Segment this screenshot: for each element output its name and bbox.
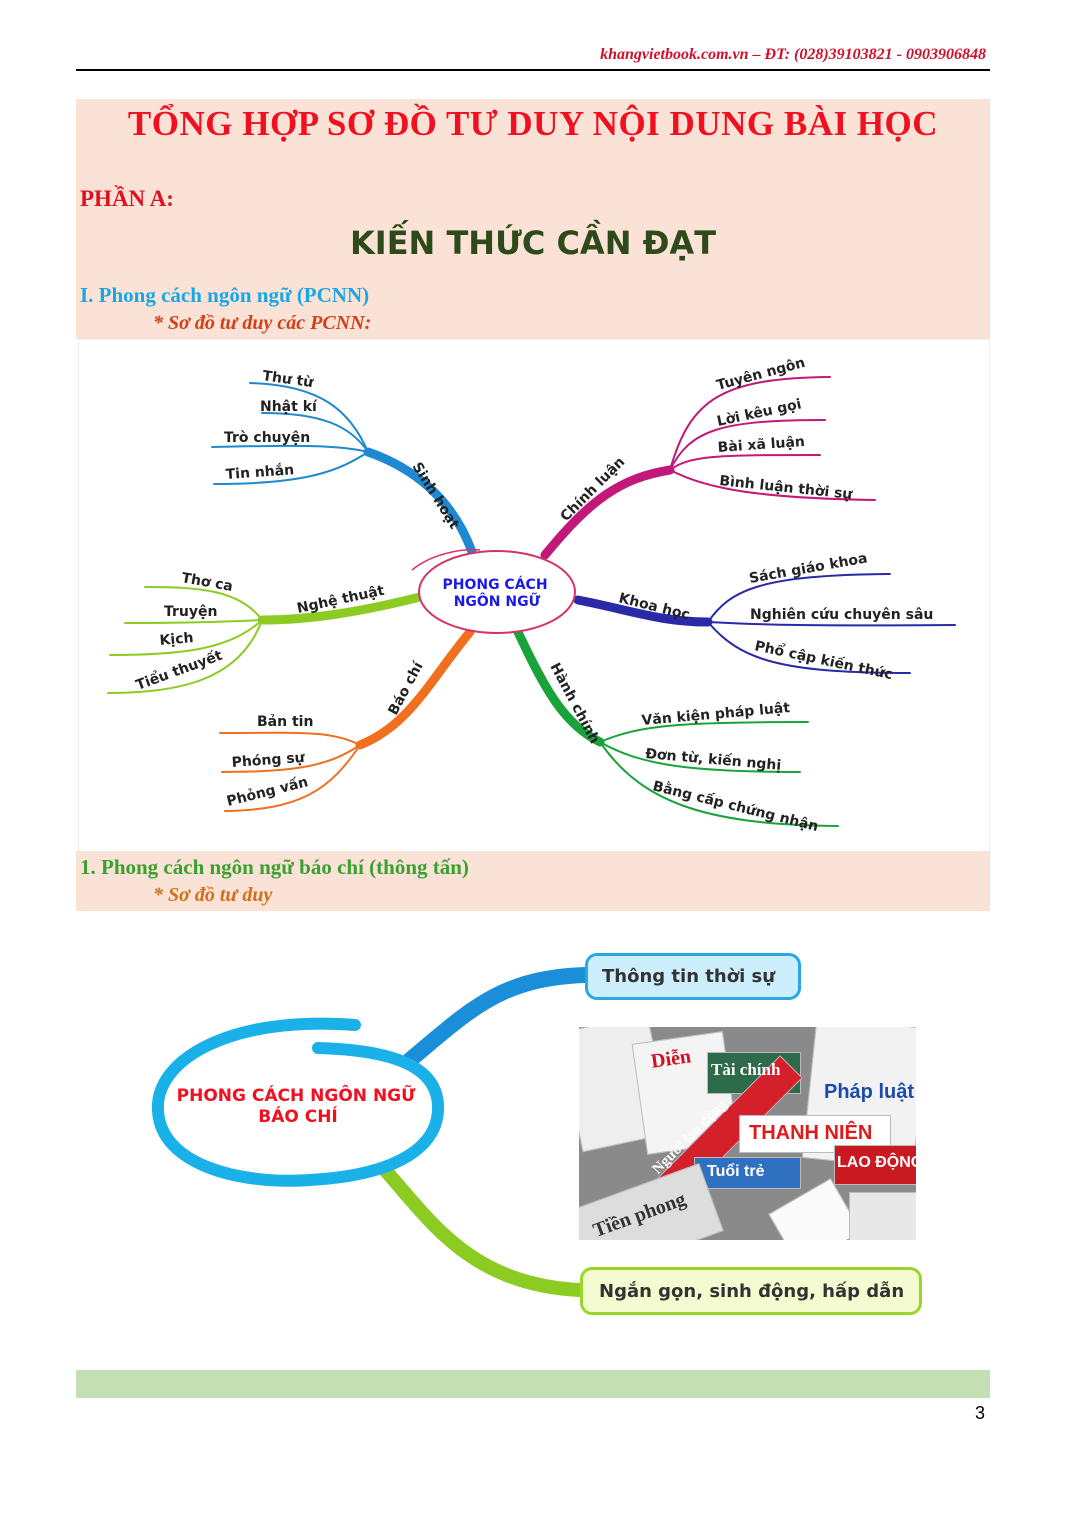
center-ellipse	[151, 1017, 445, 1187]
leaf-line	[219, 731, 361, 746]
leaf-line	[144, 586, 263, 621]
section2-heading: 1. Phong cách ngôn ngữ báo chí (thông tấ…	[80, 855, 469, 879]
leaf-line	[599, 741, 801, 773]
leaf-label: Văn kiện pháp luật	[641, 700, 791, 729]
leaf-label: Bản tin	[257, 714, 313, 730]
masthead-dien: Diễn	[649, 1045, 693, 1073]
branch-label: Sinh hoạt	[409, 460, 463, 533]
center-label: BÁO CHÍ	[258, 1105, 338, 1127]
leaf-label: Lời kêu gọi	[716, 396, 803, 430]
branch-chinh-luan	[540, 465, 675, 560]
mindmap1: PHONG CÁCH NGÔN NGỮ Sinh hoạt Chính luận…	[107, 355, 956, 835]
title-band	[76, 99, 990, 339]
page-number: 3	[975, 1403, 986, 1423]
center-node	[418, 550, 576, 634]
bottom-box: Ngắn gọn, sinh động, hấp dẫn	[580, 1267, 922, 1315]
leaf-line	[224, 744, 361, 812]
section2-sub: * Sơ đồ tư duy	[153, 884, 273, 906]
leaf-line	[707, 621, 956, 627]
leaf-label: Phỏng vấn	[225, 773, 310, 810]
leaf-label: Truyện	[164, 604, 217, 620]
leaf-line	[669, 376, 831, 471]
leaf-line	[107, 619, 263, 694]
leaf-label: Trò chuyện	[224, 430, 310, 446]
leaf-line	[211, 444, 369, 453]
newspaper-image: Diễn Tài chính Người lao động Pháp luật …	[579, 1027, 916, 1240]
leaf-label: Bài xã luận	[717, 434, 805, 456]
branch-bao-chi	[355, 627, 475, 750]
section1-sub: * Sơ đồ tư duy các PCNN:	[153, 312, 372, 334]
leaf-line	[599, 741, 839, 827]
leaf-line	[124, 619, 263, 624]
leaf-line	[669, 454, 821, 471]
subtitle: KIẾN THỨC CẦN ĐẠT	[349, 224, 717, 262]
leaf-line	[599, 721, 809, 743]
leaf-line	[109, 619, 263, 656]
page-title: TỔNG HỢP SƠ ĐỒ TƯ DUY NỘI DUNG BÀI HỌC	[127, 104, 939, 143]
masthead-phap-luat: Pháp luật	[824, 1081, 915, 1103]
leaf-line	[249, 382, 369, 453]
leaf-label: Phóng sự	[231, 750, 306, 771]
section1-heading: I. Phong cách ngôn ngữ (PCNN)	[80, 283, 370, 307]
leaf-line	[669, 419, 826, 471]
branch-top	[402, 967, 593, 1068]
leaf-label: Phổ cập kiến thức	[753, 637, 894, 683]
mindmap2: PHONG CÁCH NGÔN NGỮ BÁO CHÍ	[151, 967, 593, 1297]
masthead-lao-dong: LAO ĐỘNG	[837, 1154, 916, 1171]
center-label: PHONG CÁCH	[442, 576, 547, 593]
leaf-line	[261, 412, 369, 453]
leaf-line	[707, 621, 911, 674]
top-box: Thông tin thời sự	[585, 953, 801, 1000]
branch-nghe-thuat	[257, 592, 425, 625]
header-rule	[76, 69, 990, 71]
header-contact: khangvietbook.com.vn – ĐT: (028)39103821…	[600, 46, 986, 63]
leaf-label: Nhật kí	[260, 399, 318, 415]
leaf-line	[213, 451, 369, 485]
leaf-label: Kịch	[159, 630, 194, 649]
masthead-thanh-nien: THANH NIÊN	[749, 1122, 873, 1144]
footer-band	[76, 1370, 990, 1398]
leaf-label: Bằng cấp chứng nhận	[651, 777, 820, 835]
leaf-label: Tuyên ngôn	[715, 355, 807, 394]
branch-sinh-hoat	[363, 447, 477, 557]
masthead-tai-chinh: Tài chính	[711, 1060, 781, 1079]
part-label: PHẦN A:	[80, 186, 174, 211]
center-label: PHONG CÁCH NGÔN NGỮ	[177, 1083, 416, 1106]
leaf-line	[669, 469, 876, 501]
center-label: NGÔN NGỮ	[454, 592, 541, 610]
masthead-tuoi-tre: Tuổi trẻ	[707, 1163, 765, 1180]
leaf-line	[707, 573, 891, 623]
branch-hanh-chinh	[513, 627, 605, 747]
section2-band	[76, 851, 990, 911]
leaf-label: Tin nhắn	[225, 461, 295, 483]
leaf-line	[221, 744, 361, 773]
leaf-label: Sách giáo khoa	[748, 550, 869, 587]
branch-khoa-hoc	[573, 595, 713, 627]
branch-bottom	[378, 1163, 587, 1297]
leaf-label: Nghiên cứu chuyên sâu	[750, 607, 933, 623]
leaf-label: Bình luận thời sự	[719, 473, 855, 503]
leaf-label: Thư từ	[261, 368, 315, 391]
